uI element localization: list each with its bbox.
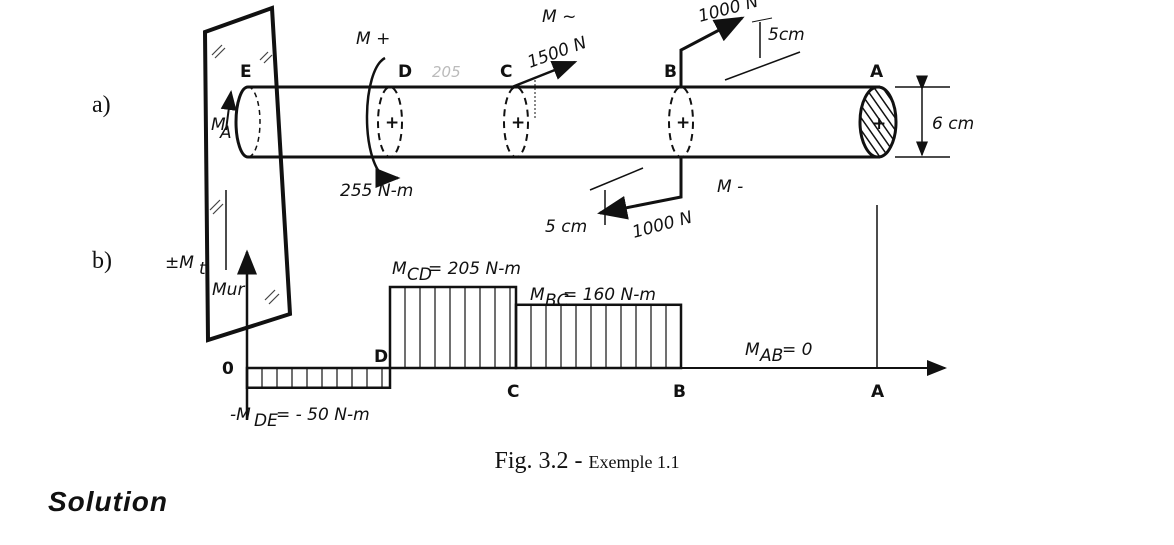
section-d <box>377 86 403 158</box>
bar-bc <box>514 303 683 370</box>
force-b-bottom-arrow <box>597 157 683 220</box>
svg-text:= 160 N-m: = 160 N-m <box>563 285 656 305</box>
figure-caption: Fig. 3.2 - Exemple 1.1 <box>494 448 680 474</box>
svg-text:CD: CD <box>407 265 432 285</box>
wall-hatching <box>209 44 280 305</box>
origin-label: 0 <box>222 359 234 379</box>
x-label-c: C <box>507 382 519 402</box>
faint-note: 205 <box>432 63 461 81</box>
arm-top-label: 5cm <box>768 25 805 45</box>
svg-text:BC: BC <box>545 291 569 311</box>
force-c-label: 1500 N <box>525 33 590 73</box>
force-b-top-arrow <box>679 16 745 87</box>
svg-text:+: + <box>676 113 690 133</box>
force-b-top-label: 1000 N <box>696 0 761 27</box>
diameter-label: 6 cm <box>932 114 974 134</box>
svg-text:+: + <box>511 113 525 133</box>
label-b: B <box>664 62 677 82</box>
x-label-a: A <box>871 382 885 402</box>
bar-cd <box>388 285 518 370</box>
wall-label: Mur <box>212 280 245 300</box>
svg-text:= 205 N-m: = 205 N-m <box>428 259 521 279</box>
label-c: C <box>500 62 512 82</box>
section-c <box>503 86 529 158</box>
svg-text:t: t <box>199 259 207 279</box>
torque-c-sign: M ~ <box>542 7 576 27</box>
force-c-arrow <box>511 60 578 89</box>
svg-text:+: + <box>385 113 399 133</box>
svg-text:A: A <box>219 123 232 143</box>
x-label-d: D <box>374 347 388 367</box>
svg-text:= 0: = 0 <box>782 340 812 360</box>
svg-text:-M: -M <box>230 405 251 425</box>
torque-d-sign: M + <box>356 29 390 49</box>
reaction-moment: M <box>211 115 226 135</box>
arm-bottom-label: 5 cm <box>545 217 587 237</box>
svg-text:M: M <box>392 259 407 279</box>
section-a-hatched <box>858 85 898 159</box>
part-a-label: a) <box>92 92 111 118</box>
x-label-b: B <box>673 382 686 402</box>
svg-text:M: M <box>530 285 545 305</box>
torque-b-sign: M - <box>717 177 743 197</box>
label-a: A <box>870 62 884 82</box>
y-axis-label: ±M <box>165 253 194 273</box>
svg-text:DE: DE <box>254 411 278 431</box>
label-e: E <box>240 62 252 82</box>
svg-text:M: M <box>745 340 760 360</box>
svg-text:= - 50 N-m: = - 50 N-m <box>276 405 370 425</box>
torque-d-arrow <box>365 56 401 188</box>
torque-d-value: 255 N-m <box>340 181 413 201</box>
label-d: D <box>398 62 412 82</box>
bar-de <box>245 366 392 390</box>
wall <box>202 5 293 343</box>
solution-heading: Solution <box>48 486 168 517</box>
force-b-bottom-label: 1000 N <box>630 208 695 243</box>
svg-text:AB: AB <box>759 346 783 366</box>
svg-text:+: + <box>872 114 886 134</box>
part-b-label: b) <box>92 248 112 274</box>
